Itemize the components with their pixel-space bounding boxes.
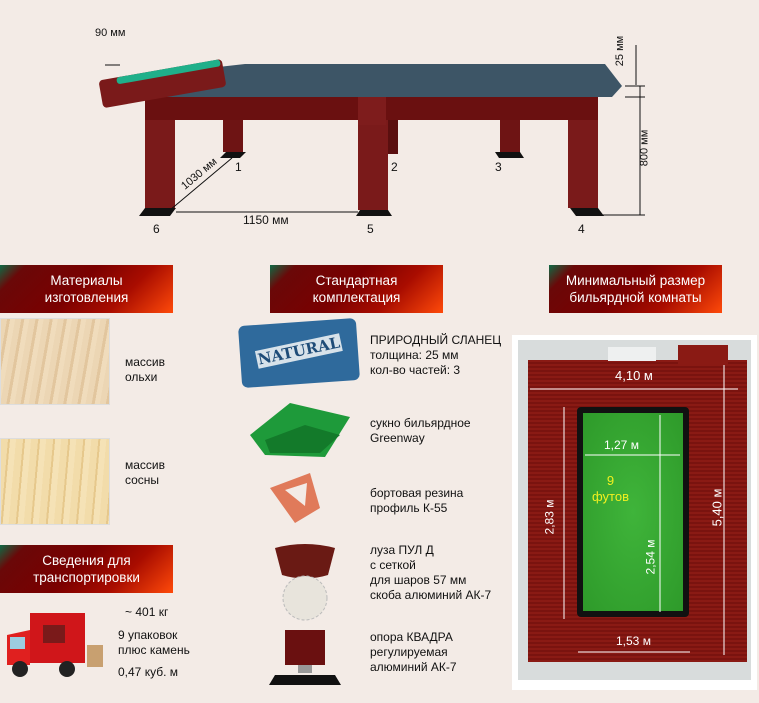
transport-packages: 9 упаковок плюс камень (118, 628, 190, 657)
table-size-label: 9 футов (592, 473, 629, 504)
leg-number: 1 (235, 160, 242, 174)
rail-piece (99, 59, 226, 108)
transport-weight: ~ 401 кг (125, 605, 169, 619)
kit-item-text: луза ПУЛ Д с сеткой для шаров 57 мм скоб… (370, 543, 492, 602)
pine-wood-image (0, 438, 110, 525)
leg-number: 2 (391, 160, 398, 174)
table-length-label: 2,83 м (542, 499, 557, 535)
natural-slate-image: NATURAL (237, 317, 361, 389)
dimension-lines (105, 45, 645, 216)
natural-badge: NATURAL (254, 333, 343, 369)
table-height-label: 800 мм (638, 129, 651, 167)
pool-table (577, 407, 689, 617)
materials-header: Материалы изготовления (0, 265, 173, 313)
slate-thickness-label: 25 мм (614, 35, 627, 67)
slate-top (118, 64, 622, 97)
standard-kit-header: Стандартная комплектация (270, 265, 443, 313)
pocket-net-image (275, 544, 335, 621)
leg-foot-image (269, 630, 341, 685)
cushion-rubber-image (270, 473, 320, 523)
kit-item-text: опора КВАДРА регулируемая алюминий АК-7 (370, 630, 457, 674)
room-width-label: 4,10 м (615, 368, 653, 383)
kit-item-text: бортовая резина профиль К-55 (370, 486, 464, 515)
room-dimension-lines (530, 365, 738, 655)
kit-item-text: ПРИРОДНЫЙ СЛАНЕЦ толщина: 25 мм кол-во ч… (370, 333, 502, 377)
alder-wood-image (0, 318, 110, 405)
width-spacing-label: 1150 мм (243, 213, 289, 227)
room-length-label: 5,40 м (709, 488, 725, 527)
play-width-label: 1,27 м (604, 438, 639, 452)
table-legs (139, 118, 604, 216)
transport-header: Сведения для транспортировки (0, 545, 173, 593)
kit-item-text: сукно бильярдное Greenway (370, 416, 471, 445)
delivery-truck-icon (7, 613, 103, 677)
transport-volume: 0,47 куб. м (118, 665, 178, 679)
material-label: массив сосны (125, 458, 166, 487)
room-size-header: Минимальный размер бильярдной комнаты (549, 265, 722, 313)
table-diagram (99, 45, 645, 216)
table-cloth (583, 413, 683, 611)
play-length-label: 2,54 м (643, 539, 658, 575)
leg-number: 5 (367, 222, 374, 236)
cloth-image (250, 403, 350, 457)
room-plan: 4,10 м 5,40 м 2,83 м 1,53 м 1,27 м 2,54 … (512, 335, 757, 690)
rail-width-label: 90 мм (95, 27, 126, 39)
leg-number: 4 (578, 222, 585, 236)
window (608, 347, 656, 361)
material-label: массив ольхи (125, 355, 166, 384)
leg-number: 6 (153, 222, 160, 236)
table-width-label: 1,53 м (616, 634, 651, 648)
leg-number: 3 (495, 160, 502, 174)
